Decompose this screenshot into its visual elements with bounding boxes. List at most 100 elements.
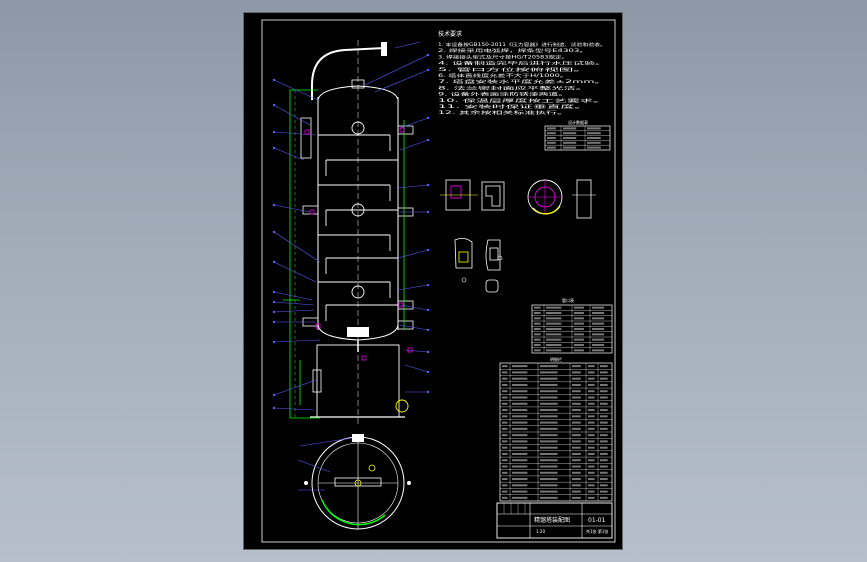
leader-dot (426, 183, 430, 187)
plan-nozzle-dot (304, 481, 308, 485)
weld-marker (309, 209, 315, 215)
table-cell-text (502, 390, 508, 393)
weld-marker (304, 129, 310, 135)
table-cell-text (540, 427, 558, 430)
table-cell-text (587, 127, 601, 130)
table-cell-text (572, 452, 581, 455)
table-cell-text (502, 490, 508, 493)
table-cell-text (534, 338, 541, 341)
table-cell-text (540, 409, 558, 412)
table-cell-text (563, 137, 577, 139)
table-cell-text (502, 446, 508, 449)
notes-line: 8. 法兰密封面应平整光洁。 (438, 84, 588, 91)
leader-line (273, 339, 321, 343)
table-cell-text (600, 459, 608, 462)
detail-e-inner (458, 251, 469, 263)
leader-line (273, 204, 311, 213)
table-cell-text (512, 396, 528, 399)
table-cell-text (588, 409, 595, 412)
table-cell-text (563, 132, 577, 135)
table-cell-text (588, 446, 595, 449)
leader-line (364, 54, 429, 86)
table-cell-text (540, 471, 558, 474)
leader-line (374, 69, 429, 93)
leader-line (394, 41, 421, 49)
table-cell-text (512, 390, 528, 393)
leader-dot (272, 103, 276, 107)
table-cell-text (502, 440, 508, 443)
table-cell-text (563, 127, 577, 130)
table-cell-text (512, 465, 528, 468)
table-cell-text (547, 146, 556, 149)
leader-dot (426, 68, 430, 72)
leader-line (273, 131, 317, 136)
detail-d (576, 179, 592, 219)
table-cell-text (540, 484, 558, 487)
leader-line (273, 147, 305, 161)
title-block-text: 精馏塔装配图 (534, 516, 570, 524)
table-cell-text (546, 333, 562, 336)
table-cell-text (547, 137, 556, 139)
table-cell-text (502, 478, 508, 481)
table-cell-text (592, 312, 605, 314)
notes-line: 12. 其余按相关标准执行。 (438, 109, 568, 116)
table-cell-text (572, 440, 581, 443)
table-cell-text (540, 383, 558, 386)
table-cell-text (574, 306, 584, 309)
table-cell-text (588, 371, 595, 374)
leader-line (399, 117, 429, 129)
leader-line (299, 437, 353, 447)
leader-dot (272, 230, 276, 234)
table-cell-text (588, 390, 595, 393)
drawing-sheet (244, 13, 622, 549)
table-cell-text (600, 434, 608, 437)
table-cell-text (592, 349, 605, 352)
table-cell-text (572, 377, 581, 380)
table-cell-text (574, 312, 584, 314)
leader-dot (426, 53, 430, 57)
table-cell-text (592, 322, 605, 325)
table-cell-text (592, 338, 605, 341)
table-cell-text (502, 415, 508, 418)
table-cell-text (588, 452, 595, 455)
table-cell-text (592, 306, 605, 309)
table-cell-text (512, 478, 528, 481)
table-cell-text (572, 427, 581, 430)
table-cell-text (572, 371, 581, 374)
table-cell-text (587, 132, 601, 135)
table-cell-text (540, 396, 558, 399)
table-cell-text (600, 452, 608, 455)
detail-f (485, 239, 501, 271)
leader-dot (272, 320, 276, 324)
detail-c-arc (532, 205, 561, 215)
sheet-border (261, 19, 616, 543)
table-cell-text (572, 365, 581, 368)
table-cell-text (534, 349, 541, 352)
table-cell-text (588, 383, 595, 386)
table-cell-text (540, 496, 558, 499)
leader-dot (272, 340, 276, 344)
table-heading: 明细栏 (550, 356, 562, 362)
notes-line: 4. 设备制造完毕后进行水压试验。 (438, 60, 606, 67)
table-cell-text (600, 396, 608, 399)
detail-a-inner (450, 185, 462, 199)
notes-line: 5. 管口方位按俯视图。 (438, 66, 588, 73)
table-cell-text (592, 333, 605, 336)
table-cell-text (512, 377, 528, 380)
leader-dot (426, 116, 430, 120)
table-cell-text (540, 452, 558, 455)
table-cell-text (600, 402, 608, 405)
leader-line (397, 184, 429, 189)
table-cell-text (512, 490, 528, 493)
table-cell-text (600, 415, 608, 418)
table-cell-text (588, 365, 595, 368)
table-cell-text (502, 402, 508, 405)
table-cell-text (600, 465, 608, 468)
table-cell-text (502, 427, 508, 430)
table-cell-text (502, 371, 508, 374)
part-leaders (272, 41, 430, 411)
table-cell-text (502, 465, 508, 468)
table-cell-text (540, 415, 558, 418)
table-cell-text (502, 471, 508, 474)
